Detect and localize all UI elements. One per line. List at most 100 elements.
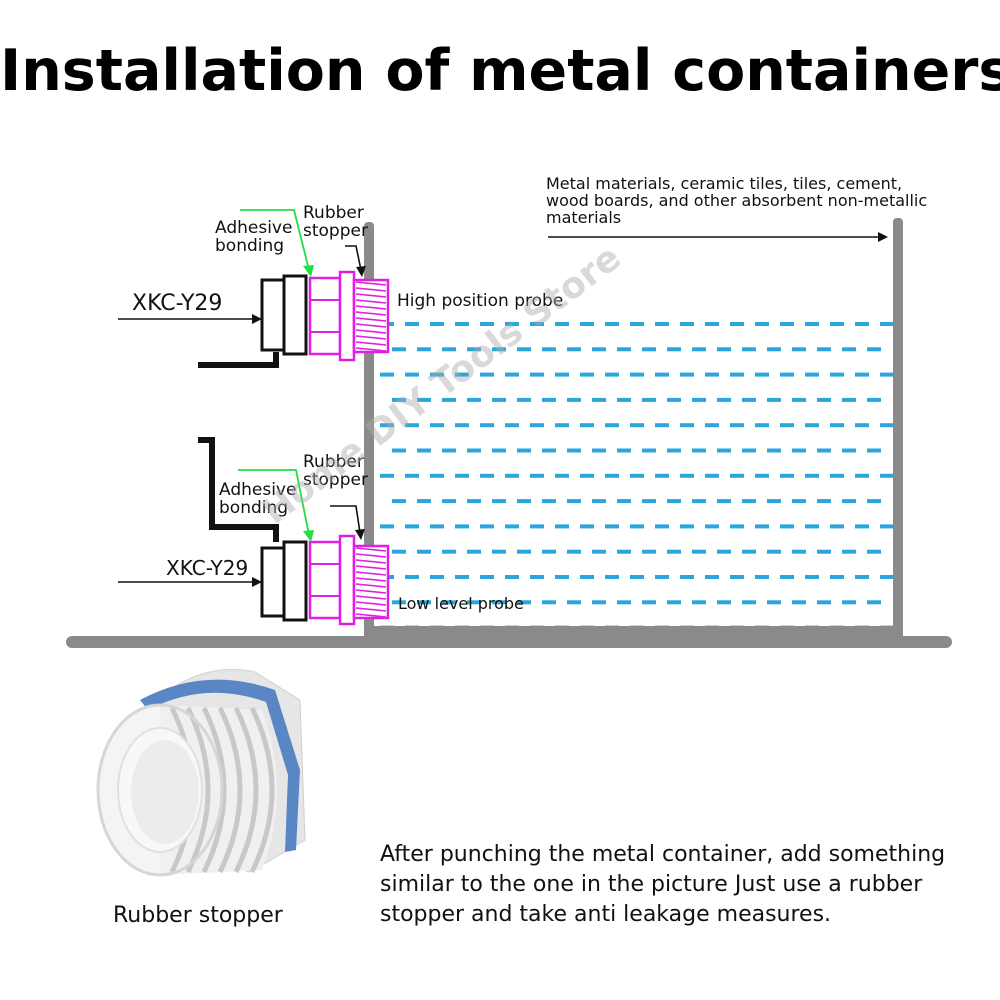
water-dash [792,448,806,453]
water-dash [630,322,644,326]
water-dash [817,600,831,605]
water-dash [855,372,869,377]
water-dash [717,347,731,352]
water-dash [830,322,844,326]
water-dash [692,549,706,554]
water-dash [530,372,544,377]
water-dash [655,372,669,377]
water-dash [442,397,456,402]
thread-line [355,553,387,558]
water-dash [730,575,744,579]
water-dash [455,372,469,377]
water-dash [492,600,506,605]
water-dash [717,448,731,453]
water-dash [705,372,719,377]
water-dash [542,600,556,605]
water-dash [680,473,694,478]
water-dash [555,473,569,478]
top-note-line2: wood boards, and other absorbent non-met… [546,191,927,210]
water-dash [692,448,706,453]
water-dash [717,499,731,504]
lower-adhesive-line1: Adhesive [219,480,296,500]
stopper-thread-ridge [201,706,227,874]
lower-stopper-collar [338,534,356,626]
water-dash [542,549,556,554]
water-dash [380,524,394,529]
stopper-thread-ridge [185,706,211,874]
water-dash [505,372,519,377]
water-dash [805,575,819,579]
thread-line [355,559,387,564]
water-dash [717,549,731,554]
water-dash [842,549,856,554]
water-dash [417,347,431,352]
water-dash [630,423,644,428]
water-dash [842,448,856,453]
upper-rubber-line2: stopper [303,221,368,241]
lower-rubber-line2: stopper [303,470,368,490]
water-dash [667,397,681,402]
water-dash [567,600,581,605]
water-dash [417,397,431,402]
water-dash [705,322,719,326]
container-wall-right [893,218,903,636]
water-dash [480,372,494,377]
water-dash [567,549,581,554]
water-dash [555,423,569,428]
upper-probe-assembly: XKC-Y29 Adhesive bonding Rubber stopper … [118,203,563,368]
water-dash [792,397,806,402]
water-dash [805,473,819,478]
water-dash [642,600,656,605]
upper-sensor-body [260,278,286,352]
water-dash [605,322,619,326]
thread-line [355,347,387,352]
water-dash [667,448,681,453]
water-dash [467,549,481,554]
water-dash [392,397,406,402]
thread-line [355,607,387,612]
water-dash [755,372,769,377]
water-dash [692,397,706,402]
water-dash [780,322,794,326]
water-dash [442,549,456,554]
water-dash [780,575,794,579]
water-dash [755,322,769,326]
upper-stopper-thread [352,278,390,354]
water-dash [742,600,756,605]
water-dash [555,575,569,579]
lower-adhesive-line2: bonding [219,498,288,518]
water-dash [705,575,719,579]
thread-line [355,329,387,334]
water-dash [530,575,544,579]
water-dash [780,423,794,428]
water-dash [767,347,781,352]
water-dash [492,397,506,402]
water-dash [480,423,494,428]
water-dash [455,524,469,529]
water-dash [430,372,444,377]
water-dash [680,575,694,579]
water-dash [817,499,831,504]
water-dash [642,448,656,453]
water-dash [492,499,506,504]
water-dash [505,524,519,529]
water-dash [542,448,556,453]
water-dash [642,397,656,402]
water-dash [617,347,631,352]
thread-line [355,335,387,340]
water-dash [767,600,781,605]
water-dash [655,423,669,428]
water-dash [580,524,594,529]
water-dash [517,448,531,453]
water-dash [530,423,544,428]
water-dash [517,347,531,352]
water-dash [867,600,881,605]
water-dash [830,575,844,579]
water-dash [742,499,756,504]
water-dash [492,448,506,453]
upper-rubber-line1: Rubber [303,203,364,223]
water-dash [642,347,656,352]
water-dash [567,347,581,352]
water-dash [742,448,756,453]
